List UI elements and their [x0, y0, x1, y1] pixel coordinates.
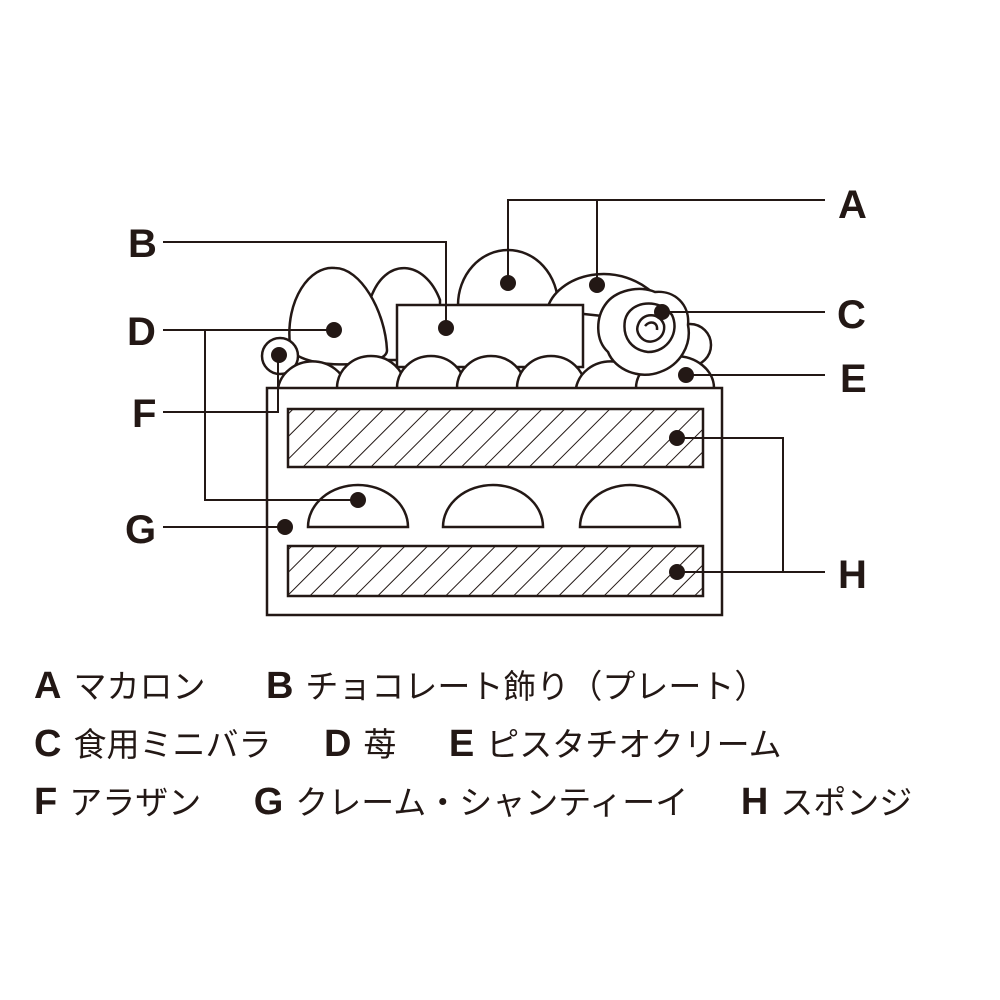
- legend-text: アラザン: [69, 783, 202, 822]
- legend-key: B: [265, 665, 294, 707]
- legend-text: クレーム・シャンティーイ: [295, 783, 689, 822]
- legend-row-3: F アラザン G クレーム・シャンティーイ H スポンジ: [34, 776, 954, 824]
- callout-g: G: [125, 508, 156, 552]
- legend-text: チョコレート飾り（プレート）: [305, 667, 768, 706]
- legend-key: E: [448, 723, 475, 765]
- legend-key: D: [323, 723, 352, 765]
- strawberry-front: [288, 266, 389, 366]
- sponge-bottom: [286, 544, 705, 598]
- callout-c: C: [837, 293, 866, 337]
- cream-bumps: [276, 354, 716, 389]
- strawberry-half-2: [441, 483, 545, 529]
- legend-key: H: [740, 781, 769, 823]
- callout-h: H: [838, 553, 867, 597]
- legend-text: スポンジ: [780, 783, 913, 822]
- strawberry-half-3: [578, 483, 682, 529]
- leader-lines: [163, 199, 825, 573]
- callout-f: F: [132, 392, 156, 436]
- callout-b: B: [128, 222, 157, 266]
- legend-key: F: [34, 781, 58, 823]
- callout-dots: [271, 275, 694, 580]
- legend-key: A: [34, 665, 62, 707]
- sponge-top: [286, 407, 705, 469]
- legend-text: マカロン: [73, 667, 206, 706]
- callout-d: D: [127, 310, 156, 354]
- callout-e: E: [840, 357, 867, 401]
- legend-key: C: [34, 723, 62, 765]
- callout-labels: A B C D E F G H: [125, 183, 867, 597]
- legend-text: ピスタチオクリーム: [486, 725, 782, 764]
- callout-a: A: [838, 183, 867, 227]
- legend-text: 食用ミニバラ: [73, 725, 272, 764]
- legend-key: G: [253, 781, 284, 823]
- legend-text: 苺: [363, 725, 397, 764]
- legend-row-1: A マカロン B チョコレート飾り（プレート）: [34, 660, 809, 708]
